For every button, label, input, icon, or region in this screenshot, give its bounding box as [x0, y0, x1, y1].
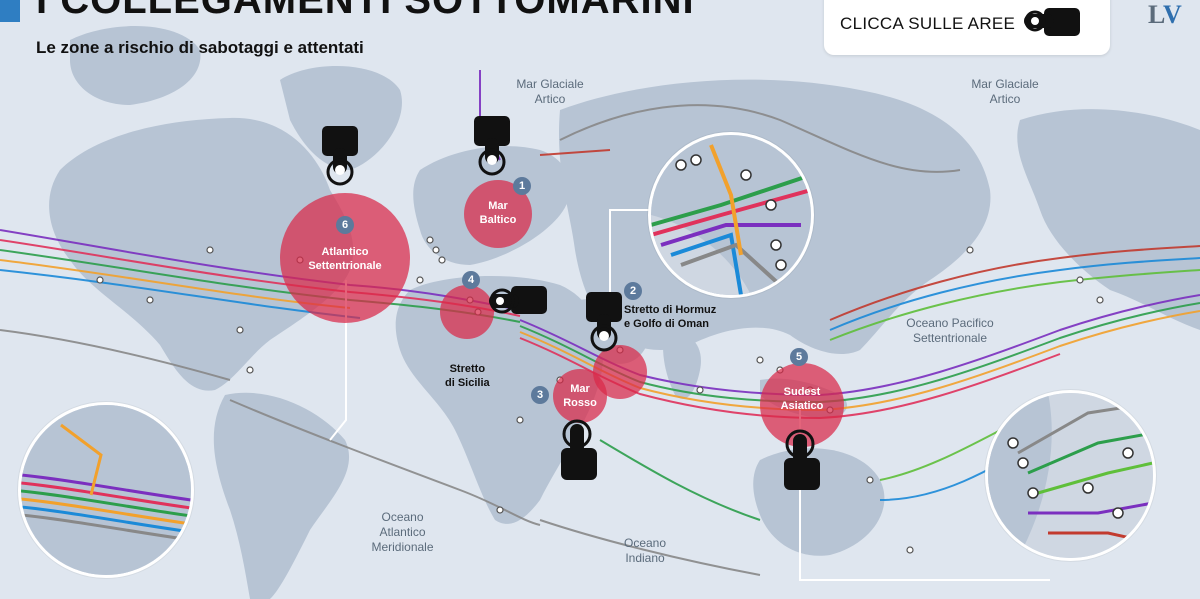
magnifier-southeast-asia	[985, 390, 1156, 561]
logo-accent: V	[1162, 0, 1182, 29]
magnifier-hormuz	[648, 132, 814, 298]
zone-southeast-asia[interactable]	[760, 363, 844, 447]
hand-pointer-left-icon	[489, 286, 547, 314]
magnifier-north-atlantic	[18, 402, 194, 578]
logo: LV	[1148, 0, 1182, 30]
zone-badge-1: 1	[513, 177, 531, 195]
hand-pointer-up-icon	[784, 429, 820, 490]
zone-red-sea[interactable]	[553, 369, 607, 423]
hand-pointer-up-icon	[561, 419, 597, 480]
page-title: I COLLEGAMENTI SOTTOMARINI	[36, 0, 695, 22]
title-accent-bar	[0, 0, 20, 22]
zone-strait-of-sicily[interactable]	[440, 285, 494, 339]
hand-pointer-down-icon	[586, 292, 622, 352]
logo-letter: L	[1148, 0, 1163, 29]
zone-badge-2: 2	[624, 282, 642, 300]
zone-badge-6: 6	[336, 216, 354, 234]
hand-pointer-icon	[1024, 8, 1080, 36]
zone-badge-4: 4	[462, 271, 480, 289]
zone-badge-3: 3	[531, 386, 549, 404]
zone-badge-5: 5	[790, 348, 808, 366]
click-areas-label: CLICCA SULLE AREE	[840, 14, 1016, 33]
page-subtitle: Le zone a rischio di sabotaggi e attenta…	[36, 38, 364, 57]
hand-pointer-down-icon	[474, 116, 510, 176]
zone-north-atlantic[interactable]	[280, 193, 410, 323]
hand-pointer-down-icon	[322, 126, 358, 186]
click-areas-hint: CLICCA SULLE AREE	[824, 0, 1110, 55]
